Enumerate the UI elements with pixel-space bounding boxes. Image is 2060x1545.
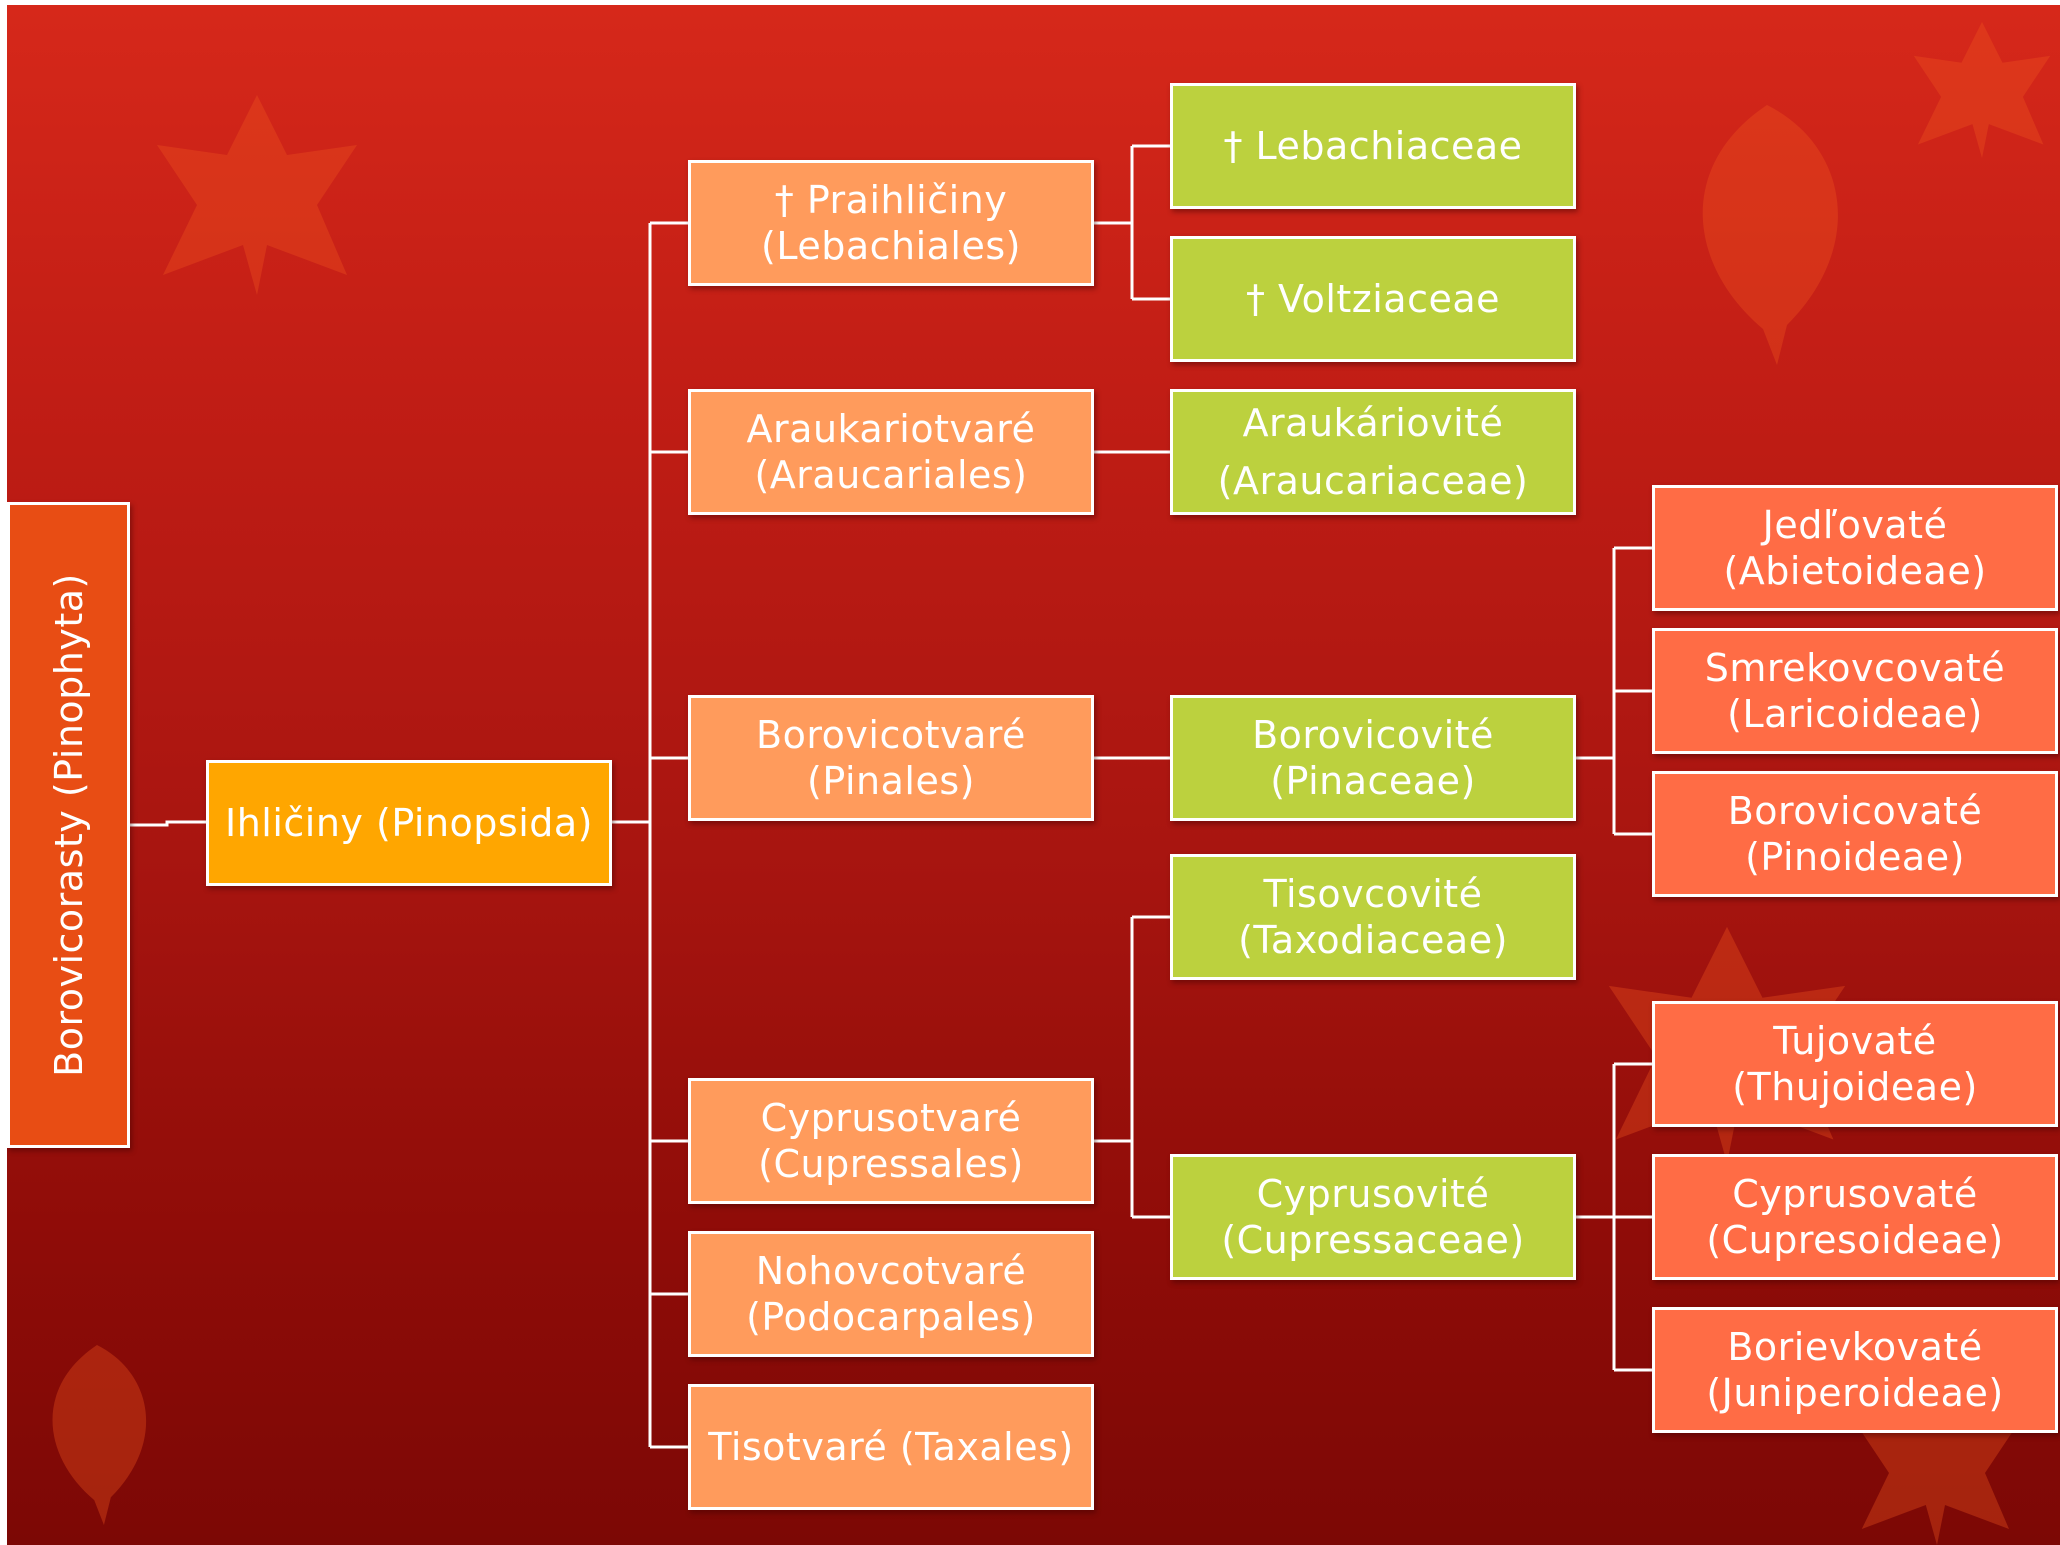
order-name: Araukariotvaré <box>746 407 1036 451</box>
node-family-voltziaceae[interactable]: † Voltziaceae <box>1170 236 1576 362</box>
family-latin: (Taxodiaceae) <box>1238 918 1508 962</box>
node-order-taxales[interactable]: Tisotvaré (Taxales) <box>688 1384 1094 1510</box>
root-label: Borovicorasty (Pinophyta) <box>46 573 91 1077</box>
subfamily-latin: (Pinoideae) <box>1745 835 1965 879</box>
node-subfamily-cupresoideae[interactable]: Cyprusovaté (Cupresoideae) <box>1652 1154 2058 1280</box>
node-family-lebachiaceae[interactable]: † Lebachiaceae <box>1170 83 1576 209</box>
subfamily-name: Jedľovaté <box>1762 503 1948 547</box>
slide-canvas: Borovicorasty (Pinophyta) Ihličiny (Pino… <box>7 5 2060 1545</box>
family-name: Borovicovité <box>1252 713 1494 757</box>
family-latin: (Cupressaceae) <box>1221 1218 1525 1262</box>
leaf-decoration <box>1857 1385 2017 1545</box>
leaf-decoration <box>157 95 357 295</box>
subfamily-latin: (Thujoideae) <box>1732 1065 1978 1109</box>
order-latin: (Araucariales) <box>754 453 1028 497</box>
subfamily-name: Borovicovaté <box>1727 789 1983 833</box>
order-name: † Praihličiny <box>774 178 1008 222</box>
order-latin: (Lebachiales) <box>761 224 1021 268</box>
node-subfamily-laricoideae[interactable]: Smrekovcovaté (Laricoideae) <box>1652 628 2058 754</box>
order-latin: (Cupressales) <box>758 1142 1024 1186</box>
node-family-taxodiaceae[interactable]: Tisovcovité (Taxodiaceae) <box>1170 854 1576 980</box>
node-subfamily-juniperoideae[interactable]: Borievkovaté (Juniperoideae) <box>1652 1307 2058 1433</box>
connector-lines <box>128 144 1654 1449</box>
node-order-podocarpales[interactable]: Nohovcotvaré (Podocarpales) <box>688 1231 1094 1357</box>
node-order-pinales[interactable]: Borovicotvaré (Pinales) <box>688 695 1094 821</box>
subfamily-name: Tujovaté <box>1773 1019 1937 1063</box>
order-name: Cyprusotvaré <box>760 1096 1022 1140</box>
subfamily-latin: (Abietoideae) <box>1723 549 1987 593</box>
node-family-cupressaceae[interactable]: Cyprusovité (Cupressaceae) <box>1170 1154 1576 1280</box>
subfamily-name: Borievkovaté <box>1727 1325 1983 1369</box>
order-name: Tisotvaré (Taxales) <box>708 1425 1074 1469</box>
node-subfamily-pinoideae[interactable]: Borovicovaté (Pinoideae) <box>1652 771 2058 897</box>
node-order-cupressales[interactable]: Cyprusotvaré (Cupressales) <box>688 1078 1094 1204</box>
family-name: Araukáriovité <box>1242 401 1504 445</box>
family-name: † Lebachiaceae <box>1223 124 1523 168</box>
node-family-araucariaceae[interactable]: Araukáriovité (Araucariaceae) <box>1170 389 1576 515</box>
class-label: Ihličiny (Pinopsida) <box>224 801 593 845</box>
node-class-pinopsida[interactable]: Ihličiny (Pinopsida) <box>206 760 612 886</box>
subfamily-latin: (Juniperoideae) <box>1706 1371 2004 1415</box>
order-name: Nohovcotvaré <box>755 1249 1027 1293</box>
family-name: † Voltziaceae <box>1245 277 1501 321</box>
node-order-lebachiales[interactable]: † Praihličiny (Lebachiales) <box>688 160 1094 286</box>
order-latin: (Pinales) <box>807 759 975 803</box>
subfamily-name: Cyprusovaté <box>1732 1172 1978 1216</box>
leaf-decoration <box>52 1345 147 1525</box>
node-subfamily-thujoideae[interactable]: Tujovaté (Thujoideae) <box>1652 1001 2058 1127</box>
subfamily-latin: (Laricoideae) <box>1727 692 1983 736</box>
leaf-decoration <box>1702 105 1838 365</box>
connector <box>128 820 208 827</box>
node-order-araucariales[interactable]: Araukariotvaré (Araucariales) <box>688 389 1094 515</box>
order-latin: (Podocarpales) <box>746 1295 1036 1339</box>
node-subfamily-abietoideae[interactable]: Jedľovaté (Abietoideae) <box>1652 485 2058 611</box>
family-latin: (Pinaceae) <box>1270 759 1476 803</box>
subfamily-latin: (Cupresoideae) <box>1706 1218 2004 1262</box>
family-name: Tisovcovité <box>1263 872 1483 916</box>
family-name: Cyprusovité <box>1256 1172 1490 1216</box>
node-root-pinophyta[interactable]: Borovicorasty (Pinophyta) <box>7 502 130 1148</box>
subfamily-name: Smrekovcovaté <box>1704 646 2006 690</box>
family-latin: (Araucariaceae) <box>1217 459 1529 503</box>
leaf-decoration <box>1913 21 2051 159</box>
order-name: Borovicotvaré <box>756 713 1026 757</box>
node-family-pinaceae[interactable]: Borovicovité (Pinaceae) <box>1170 695 1576 821</box>
